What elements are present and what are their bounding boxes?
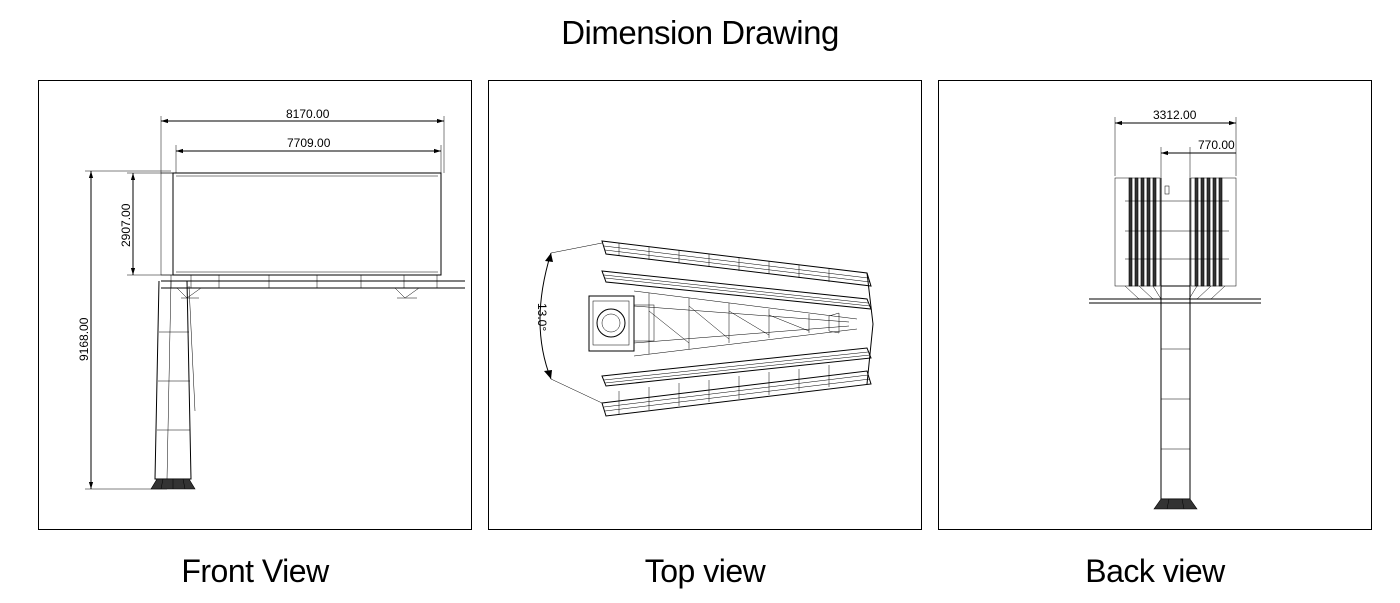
back-dim-panel-depth: 770.00 bbox=[1198, 138, 1235, 152]
front-view-panel: 8170.00 7709.00 9168.00 2907.00 bbox=[38, 80, 472, 530]
back-view-caption: Back view bbox=[1085, 553, 1225, 589]
back-dim-total-width: 3312.00 bbox=[1153, 108, 1197, 122]
front-dim-total-height: 9168.00 bbox=[77, 317, 91, 361]
top-view-drawing: 13.0° bbox=[535, 240, 874, 417]
front-view-drawing: 8170.00 7709.00 9168.00 2907.00 bbox=[77, 107, 465, 490]
front-dim-total-width: 8170.00 bbox=[286, 107, 330, 121]
top-dim-angle: 13.0° bbox=[535, 303, 549, 331]
top-view-caption: Top view bbox=[644, 553, 766, 589]
front-view-caption: Front View bbox=[181, 553, 329, 589]
top-view-panel: 13.0° bbox=[488, 80, 922, 530]
back-view-panel: 3312.00 770.00 bbox=[938, 80, 1372, 530]
front-dim-panel-width: 7709.00 bbox=[287, 136, 331, 150]
front-dim-panel-height: 2907.00 bbox=[119, 203, 133, 247]
drawing-title: Dimension Drawing bbox=[561, 14, 839, 51]
back-view-drawing: 3312.00 770.00 bbox=[1089, 108, 1261, 510]
